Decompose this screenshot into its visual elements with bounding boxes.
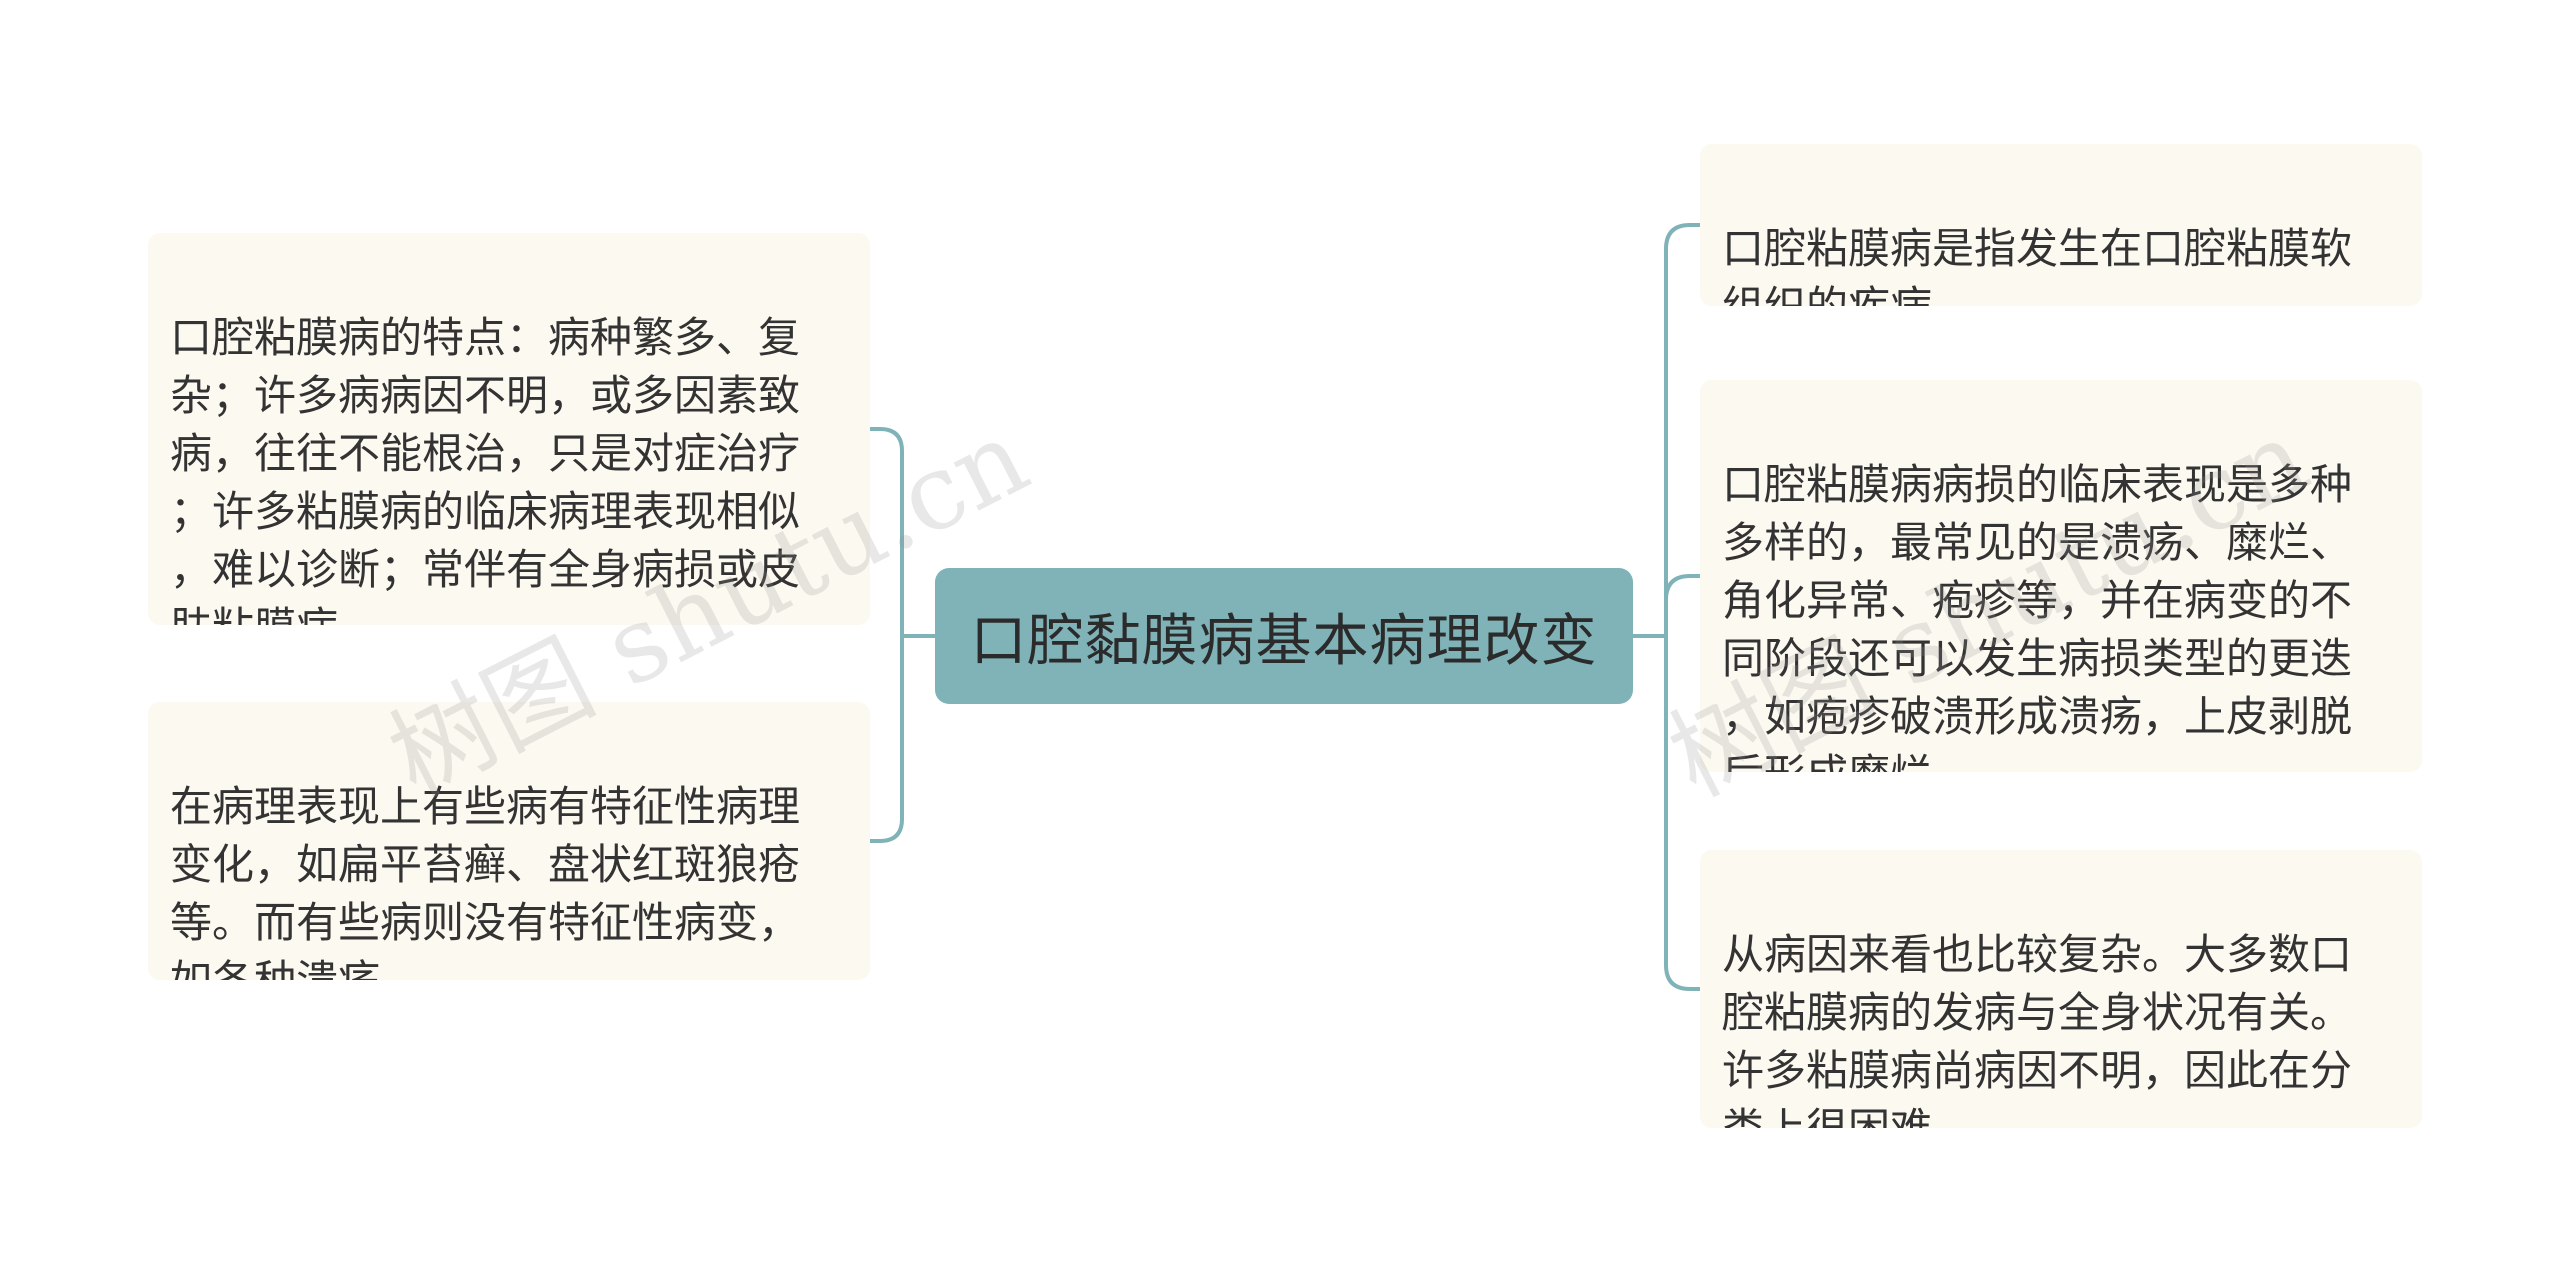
root-topic-label: 口腔黏膜病基本病理改变 bbox=[970, 608, 1598, 674]
subtopic-node-right-3[interactable]: 从病因来看也比较复杂。大多数口 腔粘膜病的发病与全身状况有关。 许多粘膜病尚病因… bbox=[1700, 850, 2422, 1128]
subtopic-node-right-1[interactable]: 口腔粘膜病是指发生在口腔粘膜软 组织的疾病。 bbox=[1700, 144, 2422, 306]
subtopic-text: 在病理表现上有些病有特征性病理 变化，如扁平苔癣、盘状红斑狼疮 等。而有些病则没… bbox=[170, 782, 801, 980]
connector-right-r1 bbox=[1664, 223, 1692, 638]
connector-right-r2 bbox=[1664, 574, 1692, 602]
connector-left-l2 bbox=[868, 634, 904, 843]
subtopic-text: 从病因来看也比较复杂。大多数口 腔粘膜病的发病与全身状况有关。 许多粘膜病尚病因… bbox=[1722, 930, 2353, 1128]
subtopic-text: 口腔粘膜病病损的临床表现是多种 多样的，最常见的是溃疡、糜烂、 角化异常、疱疹等… bbox=[1722, 460, 2353, 772]
connector-left-l1 bbox=[878, 427, 904, 638]
subtopic-node-left-1[interactable]: 口腔粘膜病的特点：病种繁多、复 杂；许多病病因不明，或多因素致 病，往往不能根治… bbox=[148, 233, 870, 625]
root-topic-node[interactable]: 口腔黏膜病基本病理改变 bbox=[935, 568, 1633, 704]
subtopic-node-right-2[interactable]: 口腔粘膜病病损的临床表现是多种 多样的，最常见的是溃疡、糜烂、 角化异常、疱疹等… bbox=[1700, 380, 2422, 772]
subtopic-text: 口腔粘膜病是指发生在口腔粘膜软 组织的疾病。 bbox=[1722, 224, 2353, 306]
subtopic-node-left-2[interactable]: 在病理表现上有些病有特征性病理 变化，如扁平苔癣、盘状红斑狼疮 等。而有些病则没… bbox=[148, 702, 870, 980]
subtopic-text: 口腔粘膜病的特点：病种繁多、复 杂；许多病病因不明，或多因素致 病，往往不能根治… bbox=[170, 313, 801, 625]
connector-right-r3 bbox=[1664, 634, 1692, 991]
